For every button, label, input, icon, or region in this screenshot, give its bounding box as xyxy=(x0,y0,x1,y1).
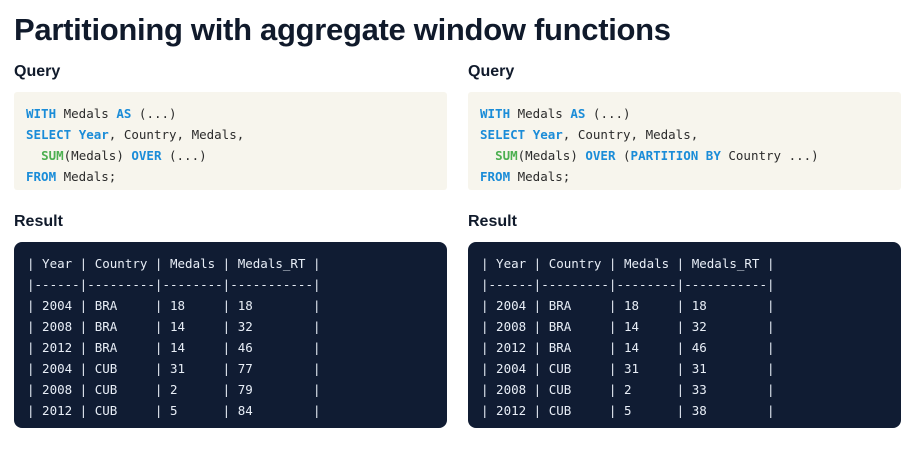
table-row: | 2008 | CUB | 2 | 33 | xyxy=(481,382,775,397)
code-token-plain xyxy=(71,127,79,142)
code-token-plain: (...) xyxy=(131,106,177,121)
sql-code-block-right: WITH Medals AS (...)SELECT Year, Country… xyxy=(468,92,901,190)
code-token-function: SUM xyxy=(495,148,518,163)
table-row: | 2004 | CUB | 31 | 31 | xyxy=(481,361,775,376)
result-heading-right: Result xyxy=(468,213,517,230)
code-line-3: SUM(Medals) OVER (PARTITION BY Country .… xyxy=(480,145,889,166)
query-heading-left: Query xyxy=(14,63,61,80)
code-token-plain: Country ...) xyxy=(720,148,819,163)
sql-code-block-left: WITH Medals AS (...)SELECT Year, Country… xyxy=(14,92,447,190)
code-line-2: SELECT Year, Country, Medals, xyxy=(26,124,435,145)
code-token-plain: ( xyxy=(615,148,631,163)
code-line-3: SUM(Medals) OVER (...) xyxy=(26,145,435,166)
table-row: | 2004 | CUB | 31 | 77 | xyxy=(27,361,321,376)
column-left: Query WITH Medals AS (...)SELECT Year, C… xyxy=(14,61,447,428)
code-token-keyword: SELECT xyxy=(480,127,526,142)
code-token-keyword: Year xyxy=(78,127,109,142)
comparison-columns: Query WITH Medals AS (...)SELECT Year, C… xyxy=(14,61,901,428)
code-token-keyword: AS xyxy=(116,106,132,121)
code-token-keyword: OVER xyxy=(131,148,162,163)
code-token-keyword: FROM xyxy=(480,169,511,184)
table-row: | 2012 | BRA | 14 | 46 | xyxy=(481,340,775,355)
column-right: Query WITH Medals AS (...)SELECT Year, C… xyxy=(468,61,901,428)
table-row: | 2004 | BRA | 18 | 18 | xyxy=(27,298,321,313)
code-token-plain: Medals xyxy=(56,106,117,121)
code-token-plain: Medals; xyxy=(510,169,571,184)
table-row: | 2012 | BRA | 14 | 46 | xyxy=(27,340,321,355)
code-token-plain: , Country, Medals, xyxy=(562,127,699,142)
code-token-keyword: WITH xyxy=(480,106,511,121)
table-separator-row: |------|---------|--------|-----------| xyxy=(27,277,321,292)
result-heading-left: Result xyxy=(14,213,63,230)
code-token-plain: Medals xyxy=(510,106,571,121)
code-token-plain xyxy=(26,148,41,163)
code-line-4: FROM Medals; xyxy=(26,166,435,187)
table-header-row: | Year | Country | Medals | Medals_RT | xyxy=(481,256,775,271)
code-token-keyword: AS xyxy=(570,106,586,121)
code-token-keyword: Year xyxy=(532,127,563,142)
code-token-keyword: OVER xyxy=(585,148,616,163)
code-line-1: WITH Medals AS (...) xyxy=(480,103,889,124)
table-header-row: | Year | Country | Medals | Medals_RT | xyxy=(27,256,321,271)
code-token-function: SUM xyxy=(41,148,64,163)
result-table-right: | Year | Country | Medals | Medals_RT | |… xyxy=(468,242,901,428)
result-table-left: | Year | Country | Medals | Medals_RT | |… xyxy=(14,242,447,428)
code-token-keyword: SELECT xyxy=(26,127,72,142)
code-token-plain: (Medals) xyxy=(63,148,132,163)
code-line-2: SELECT Year, Country, Medals, xyxy=(480,124,889,145)
page-title: Partitioning with aggregate window funct… xyxy=(14,12,671,47)
table-row: | 2012 | CUB | 5 | 84 | xyxy=(27,403,321,418)
code-token-plain: , Country, Medals, xyxy=(108,127,245,142)
query-heading-right: Query xyxy=(468,63,515,80)
table-separator-row: |------|---------|--------|-----------| xyxy=(481,277,775,292)
code-line-4: FROM Medals; xyxy=(480,166,889,187)
table-row: | 2008 | CUB | 2 | 79 | xyxy=(27,382,321,397)
code-token-plain: (Medals) xyxy=(517,148,586,163)
code-line-1: WITH Medals AS (...) xyxy=(26,103,435,124)
code-token-plain: (...) xyxy=(161,148,207,163)
table-row: | 2008 | BRA | 14 | 32 | xyxy=(481,319,775,334)
table-row: | 2008 | BRA | 14 | 32 | xyxy=(27,319,321,334)
code-token-plain xyxy=(525,127,533,142)
code-token-plain: (...) xyxy=(585,106,631,121)
code-token-keyword: FROM xyxy=(26,169,57,184)
table-row: | 2004 | BRA | 18 | 18 | xyxy=(481,298,775,313)
code-token-plain xyxy=(480,148,495,163)
code-token-keyword: WITH xyxy=(26,106,57,121)
code-token-plain: Medals; xyxy=(56,169,117,184)
code-token-keyword: PARTITION BY xyxy=(630,148,721,163)
table-row: | 2012 | CUB | 5 | 38 | xyxy=(481,403,775,418)
